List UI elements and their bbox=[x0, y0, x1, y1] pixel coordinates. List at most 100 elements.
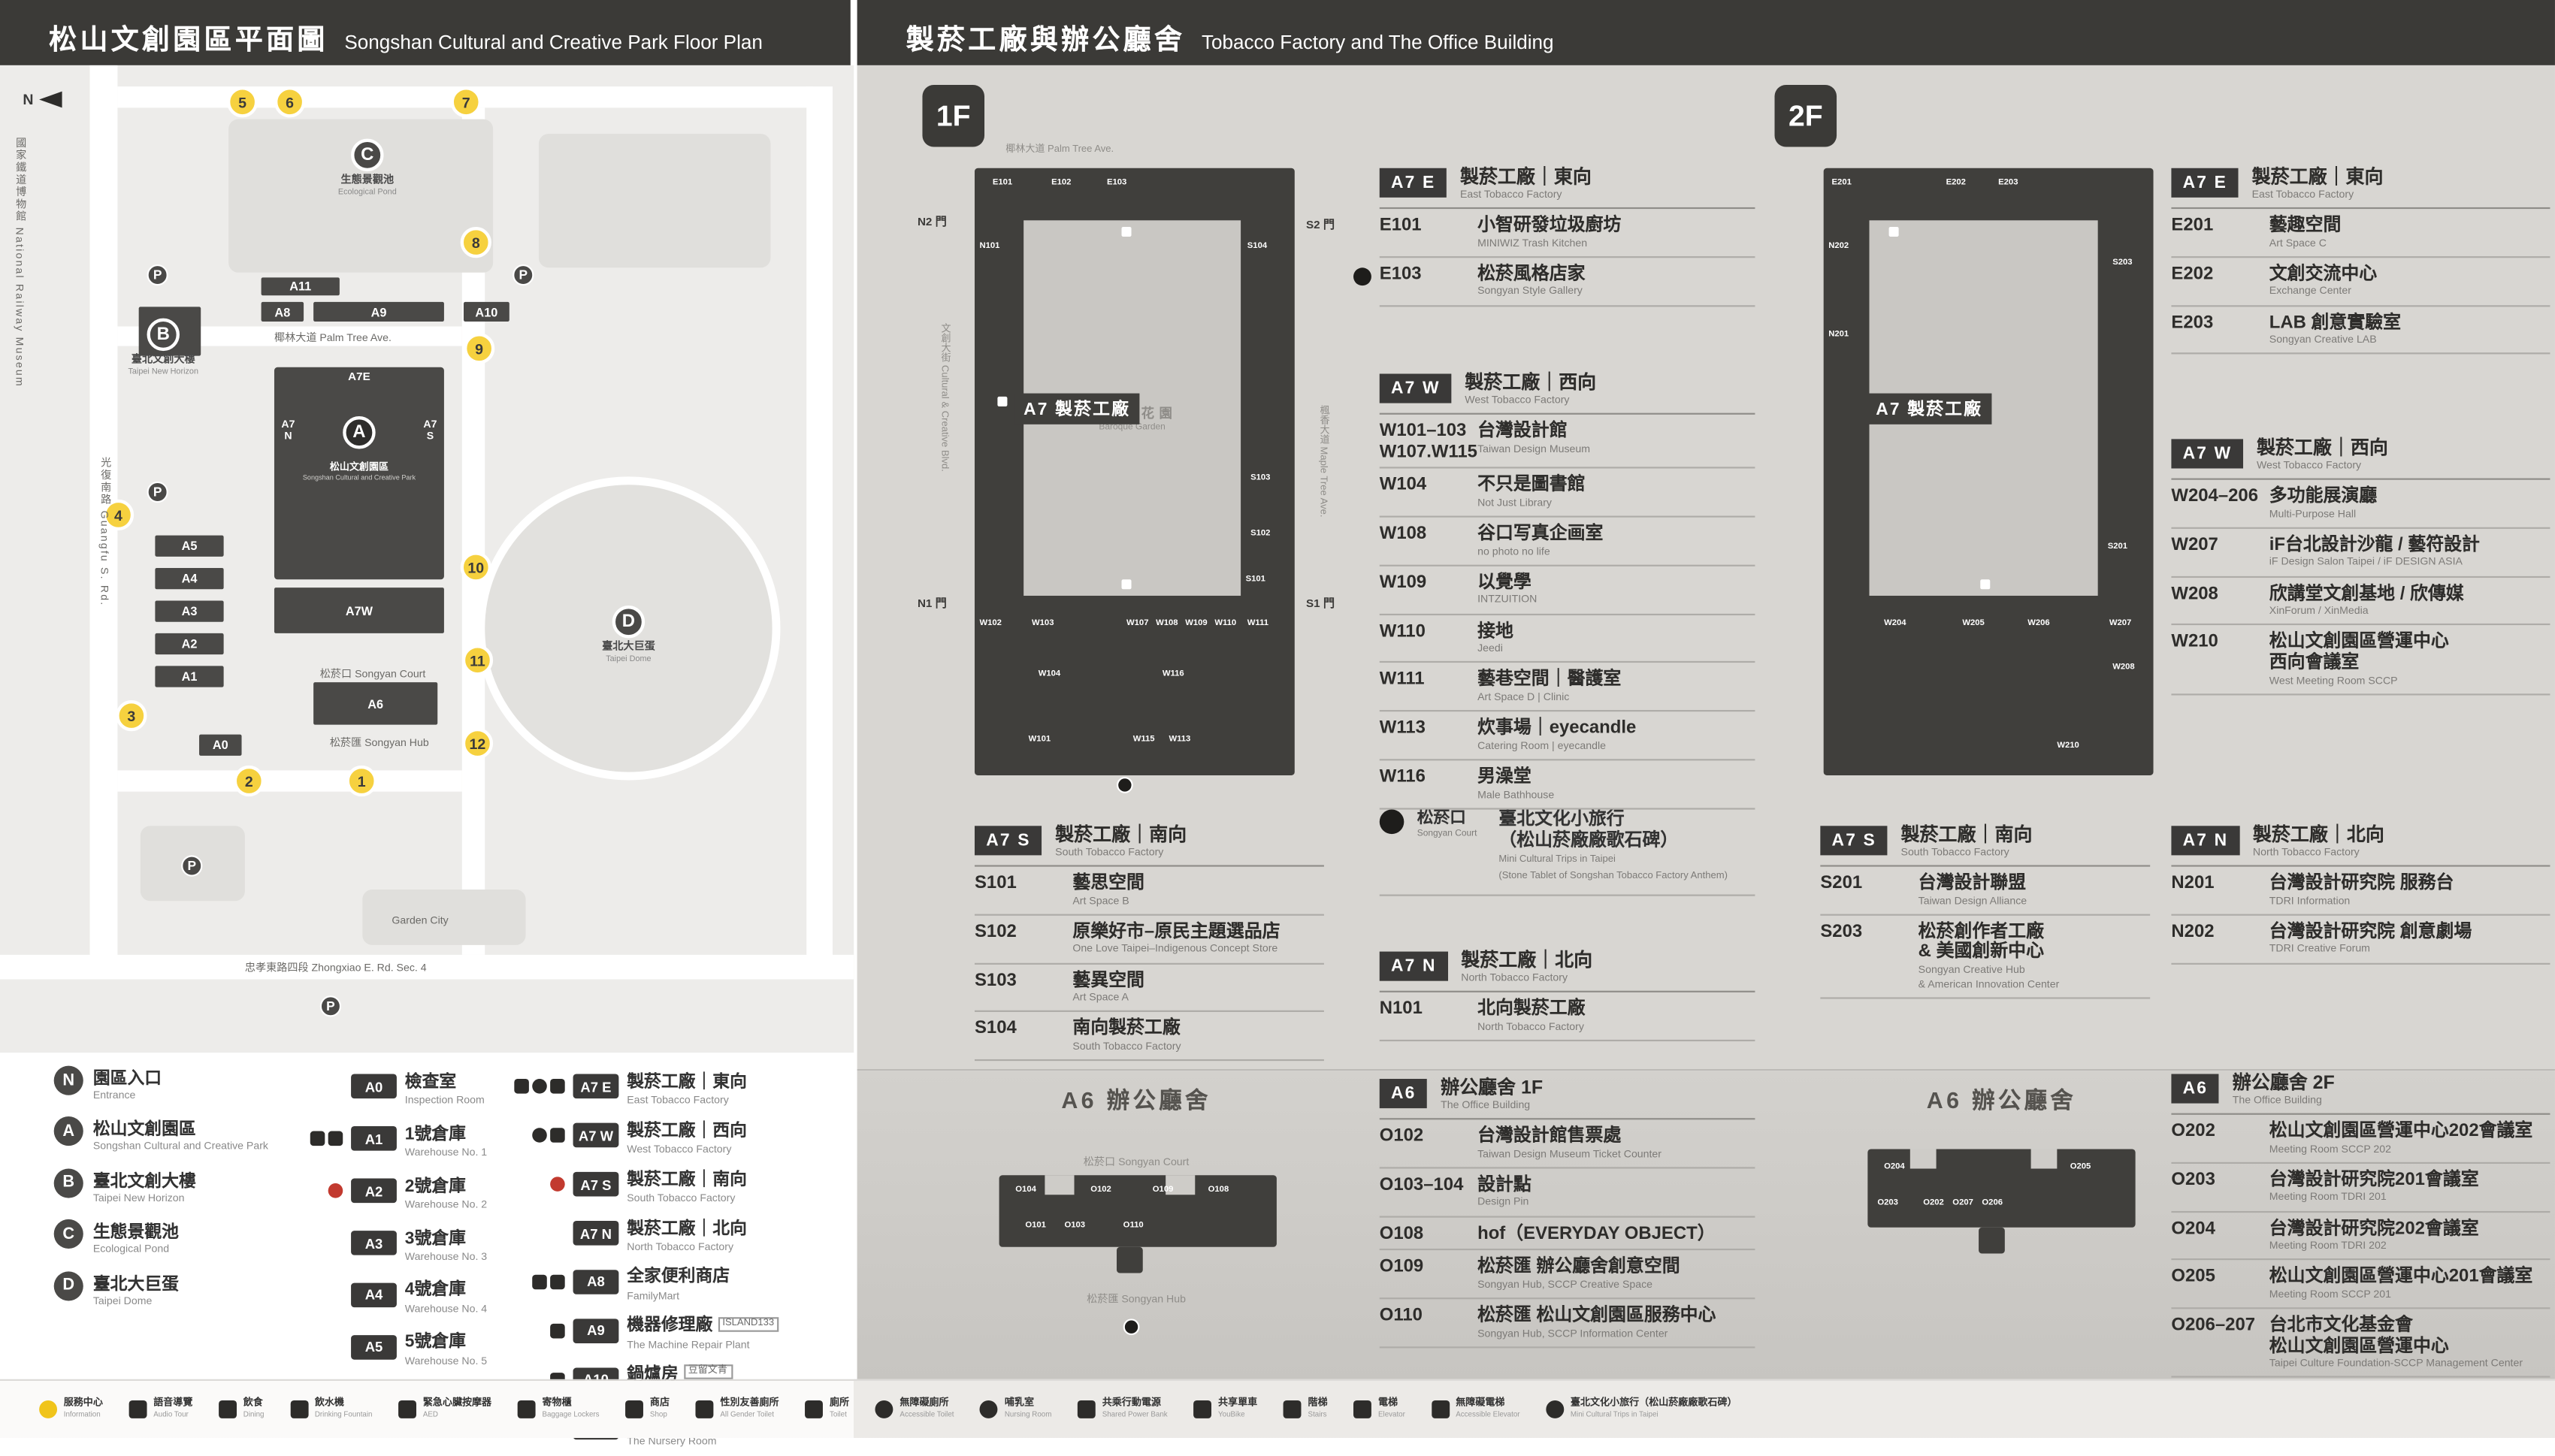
legend-building-en: Warehouse No. 3 bbox=[404, 1252, 488, 1264]
room-list-item: W108 谷口写真企画室 no photo no life bbox=[1379, 518, 1755, 566]
legend-building-zh: 3號倉庫 bbox=[404, 1228, 466, 1249]
room-name-zh: 設計點 bbox=[1477, 1174, 1531, 1195]
room-label: W115 bbox=[1132, 734, 1155, 745]
elevator-icon bbox=[997, 396, 1008, 406]
legend-building-zh: 機器修理廠 bbox=[627, 1316, 713, 1336]
left-title-zh: 松山文創園區平面圖 bbox=[49, 24, 328, 56]
room-list-item: W207 iF台北設計沙龍 / 藝符設計 iF Design Salon Tai… bbox=[2171, 528, 2550, 578]
room-name-en: Design Pin bbox=[1477, 1197, 1529, 1209]
legend-building-zh: 製菸工廠｜西向 bbox=[627, 1121, 747, 1141]
facility-label-zh: 服務中心 bbox=[63, 1399, 103, 1409]
room-name-en: iF Design Salon Taipei / iF DESIGN ASIA bbox=[2269, 557, 2463, 569]
room-label: E101 bbox=[992, 177, 1013, 188]
section-chip: A6 bbox=[1379, 1077, 1428, 1108]
room-code: S201 bbox=[1820, 873, 1863, 893]
room-name-zh2: 松山文創園區營運中心 bbox=[2269, 1336, 2449, 1356]
section-title-zh: 製菸工廠｜南向 bbox=[1900, 826, 2033, 846]
floor-plan-1f: 椰林大道 Palm Tree Ave. 文創大街 Cultural & Crea… bbox=[918, 145, 1335, 800]
room-name-zh: 藝異空間 bbox=[1072, 970, 1144, 990]
section-items: E201 藝趣空間 Art Space C bbox=[2171, 209, 2550, 355]
legend-building-chip: A3 bbox=[351, 1231, 397, 1255]
room-name-zh: hof（EVERYDAY OBJECT） bbox=[1477, 1223, 1716, 1243]
room-label: O109 bbox=[1152, 1185, 1174, 1195]
room-list-section: A7 W 製菸工廠｜西向 West Tobacco Factory W1 bbox=[1379, 369, 1755, 809]
legend-place-row: C 生態景觀池 Ecological Pond bbox=[53, 1219, 299, 1258]
room-list-item: S103 藝異空間 Art Space A bbox=[974, 964, 1324, 1013]
prohibition-icon bbox=[328, 1183, 343, 1198]
facility-label-zh: 緊急心臟按摩器 bbox=[422, 1399, 492, 1409]
legend-building-zh: 製菸工廠｜北向 bbox=[627, 1218, 747, 1239]
section-items: E101 小智研發垃圾廚坊 MINIWIZ Trash Kitchen bbox=[1353, 209, 1755, 307]
room-code: N202 bbox=[2171, 921, 2215, 942]
facility-label-zh: 哺乳室 bbox=[1004, 1399, 1035, 1409]
map-building: A0 bbox=[199, 734, 242, 756]
room-label: O101 bbox=[1025, 1221, 1046, 1231]
room-code: N201 bbox=[2171, 873, 2215, 893]
legend-building-row: A8 全家便利商店 FamilyMart bbox=[509, 1261, 852, 1303]
room-name-zh: 台灣設計研究院 服務台 bbox=[2269, 873, 2454, 893]
legend-building-row: A7 S 製菸工廠｜南向 South Tobacco Factory bbox=[509, 1163, 852, 1205]
accessible-icon bbox=[875, 1400, 893, 1418]
room-code: E201 bbox=[2171, 215, 2214, 235]
legend-icons bbox=[509, 1079, 565, 1095]
room-name-en: INTZUITION bbox=[1477, 594, 1538, 606]
facility-label-en: Baggage Lockers bbox=[542, 1410, 600, 1419]
room-list-item: E201 藝趣空間 Art Space C bbox=[2171, 209, 2550, 258]
section-chip: A7 S bbox=[974, 825, 1042, 855]
room-code: W207 bbox=[2171, 535, 2218, 555]
legend-building-chip: A7 S bbox=[573, 1172, 619, 1197]
legend-place-en: Ecological Pond bbox=[92, 1244, 170, 1256]
dining-icon bbox=[310, 1131, 325, 1146]
section-items: W204–206 多功能展演廳 Multi-Purpose Hall bbox=[2171, 480, 2550, 695]
room-name-en: TDRI Information bbox=[2269, 895, 2351, 908]
room-name-zh: 松菸匯 辦公廳舍創意空間 bbox=[1477, 1257, 1680, 1277]
courtyard-notch bbox=[1909, 1149, 1937, 1169]
panel-divider bbox=[850, 0, 857, 1379]
legend-building-zh: 5號倉庫 bbox=[404, 1332, 466, 1352]
room-name-en: Taipei Culture Foundation-SCCP Managemen… bbox=[2269, 1358, 2523, 1370]
restroom-icon bbox=[550, 1128, 565, 1143]
room-name-zh: 北向製菸工廠 bbox=[1477, 998, 1586, 1019]
room-code: O103–104 bbox=[1379, 1174, 1464, 1195]
room-name-zh2: 西向會議室 bbox=[2269, 652, 2360, 672]
legend-building-zh: 1號倉庫 bbox=[404, 1124, 466, 1144]
room-name-zh: 松山文創園區營運中心201會議室 bbox=[2269, 1267, 2533, 1287]
section-chip: A7 E bbox=[1379, 167, 1447, 197]
neighbor-block-ne bbox=[538, 134, 771, 268]
entrance-marker: 4 bbox=[102, 499, 135, 531]
facility-item: 電梯 Elevator bbox=[1353, 1400, 1405, 1419]
section-items: N201 台灣設計研究院 服務台 TDRI Information bbox=[2171, 867, 2550, 964]
room-code: S104 bbox=[974, 1019, 1017, 1039]
section-header: A7 N 製菸工廠｜北向 North Tobacco Factory bbox=[2171, 821, 2550, 867]
facility-item: 廁所 Toilet bbox=[805, 1400, 849, 1419]
room-code: O204 bbox=[2171, 1218, 2215, 1238]
map-building-a7w: A7W bbox=[274, 588, 444, 633]
legend-icons bbox=[509, 1274, 565, 1289]
restroom-icon bbox=[1121, 579, 1132, 590]
entrance-marker: 3 bbox=[116, 700, 147, 732]
room-name-zh: iF台北設計沙龍 / 藝符設計 bbox=[2269, 535, 2480, 555]
room-code: W104 bbox=[1379, 475, 1427, 495]
room-code: O205 bbox=[2171, 1267, 2215, 1287]
room-list-item: W208 欣講堂文創基地 / 欣傳媒 XinForum / XinMedia bbox=[2171, 577, 2550, 626]
songyan-court-label: 松菸口 Songyan Court bbox=[1083, 1157, 1190, 1169]
legend-building-en: West Tobacco Factory bbox=[627, 1144, 732, 1156]
room-name-en: Art Space A bbox=[1072, 992, 1129, 1004]
legend-place-zh: 生態景觀池 bbox=[92, 1222, 179, 1243]
legend-building-en: East Tobacco Factory bbox=[627, 1095, 729, 1107]
room-code: E203 bbox=[2171, 313, 2214, 333]
map-legend: N 園區入口 Entrance A 松山文創園區 Songshan Cultur… bbox=[0, 1053, 854, 1448]
room-name-en: Songyan Hub, SCCP Information Center bbox=[1477, 1328, 1668, 1340]
legend-place-row: D 臺北大巨蛋 Taipei Dome bbox=[53, 1270, 299, 1309]
room-name-en: TDRI Creative Forum bbox=[2269, 944, 2370, 956]
room-code: E101 bbox=[1379, 215, 1422, 235]
parking-icon: P bbox=[147, 264, 168, 286]
facility-item: 哺乳室 Nursing Room bbox=[980, 1400, 1051, 1419]
legend-places: N 園區入口 Entrance A 松山文創園區 Songshan Cultur… bbox=[53, 1065, 299, 1322]
legend-building-zh: 全家便利商店 bbox=[627, 1267, 730, 1287]
legend-place-en: Entrance bbox=[92, 1090, 136, 1102]
room-list-section: A6 辦公廳舍 1F The Office Building O102 bbox=[1379, 1074, 1755, 1348]
section-items: W101–103 W107.W115 台灣設計館 Taiwan Design M… bbox=[1379, 415, 1755, 809]
